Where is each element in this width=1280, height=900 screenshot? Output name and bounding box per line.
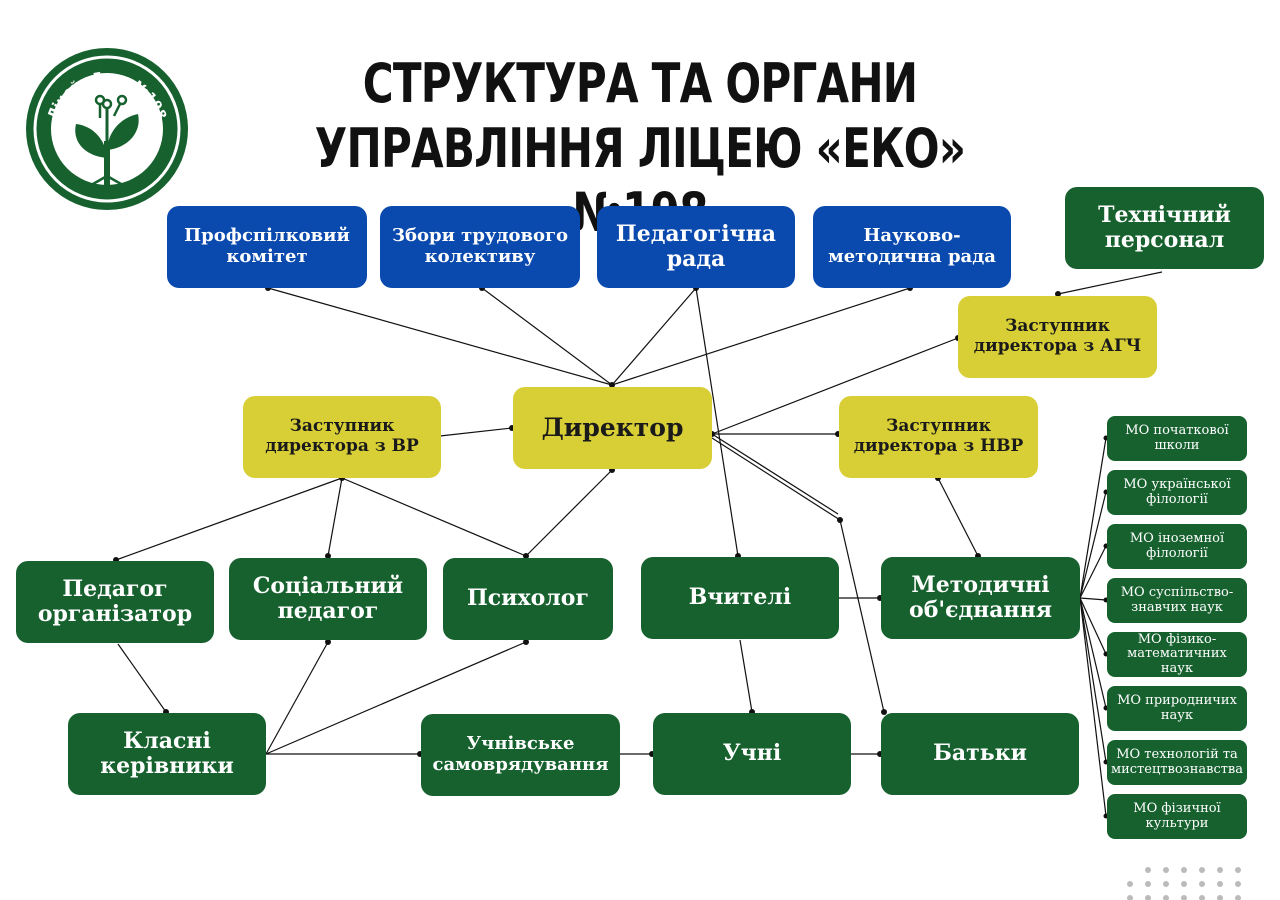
node-teachers: Вчителі bbox=[641, 557, 839, 639]
connector-line bbox=[1079, 545, 1107, 599]
decorative-dots bbox=[1127, 867, 1241, 900]
node-parents: Батьки bbox=[881, 713, 1079, 795]
connector-line bbox=[1079, 597, 1107, 709]
connector-dot bbox=[837, 517, 843, 523]
connector-line bbox=[1079, 597, 1107, 601]
connector-line bbox=[611, 287, 697, 386]
connector-dot bbox=[609, 382, 615, 388]
connector-line bbox=[267, 287, 613, 386]
connector-dot bbox=[523, 553, 529, 559]
connector-line bbox=[1079, 597, 1107, 655]
connector-dot bbox=[1055, 291, 1061, 297]
connector-line bbox=[265, 641, 527, 755]
node-director: Директор bbox=[513, 387, 712, 469]
connector-dot bbox=[523, 639, 529, 645]
connector-line bbox=[481, 287, 613, 386]
connector-line bbox=[839, 519, 885, 713]
connector-line bbox=[525, 469, 613, 557]
connector-line bbox=[1079, 597, 1107, 817]
node-methodical-council: Науково-методична рада bbox=[813, 206, 1011, 288]
connector-line bbox=[739, 639, 753, 713]
node-social-pedagogue: Соціальний педагог bbox=[229, 558, 427, 640]
connector-dot bbox=[881, 709, 887, 715]
node-students: Учні bbox=[653, 713, 851, 795]
connector-line bbox=[341, 477, 527, 557]
connector-line bbox=[711, 437, 841, 521]
connector-dot bbox=[325, 639, 331, 645]
connector-line bbox=[711, 337, 959, 435]
sprout-circuit-icon: Ліцей «Еко» №198 bbox=[26, 48, 188, 210]
connector-line bbox=[117, 643, 167, 713]
node-pedagogical-council: Педагогічна рада bbox=[597, 206, 795, 288]
node-deputy-nvr: Заступник директора з НВР bbox=[839, 396, 1038, 478]
connector-line bbox=[115, 477, 343, 561]
node-mo-foreign: МО іноземної філології bbox=[1107, 524, 1247, 569]
node-mo-natural: МО природничих наук bbox=[1107, 686, 1247, 731]
node-mo-social: МО суспільство-знавчих наук bbox=[1107, 578, 1247, 623]
node-tech-staff: Технічний персонал bbox=[1065, 187, 1264, 269]
node-psychologist: Психолог bbox=[443, 558, 613, 640]
connector-line bbox=[695, 287, 739, 557]
connector-line bbox=[265, 641, 329, 755]
node-prof-committee: Профспілковий комітет bbox=[167, 206, 367, 288]
node-deputy-agch: Заступник директора з АГЧ bbox=[958, 296, 1157, 378]
node-teacher-organizer: Педагог організатор bbox=[16, 561, 214, 643]
node-labor-meeting: Збори трудового колективу bbox=[380, 206, 580, 288]
connector-line bbox=[439, 427, 513, 437]
node-deputy-vr: Заступник директора з ВР bbox=[243, 396, 441, 478]
connector-line bbox=[1057, 271, 1163, 295]
connector-line bbox=[1079, 597, 1107, 763]
node-student-government: Учнівське самоврядування bbox=[421, 714, 620, 796]
connector-line bbox=[611, 287, 911, 386]
node-mo-tech-arts: МО технологій та мистецтвознавства bbox=[1107, 740, 1247, 785]
connector-line bbox=[1079, 437, 1107, 599]
node-mo-physmath: МО фізико-математичних наук bbox=[1107, 632, 1247, 677]
connector-line bbox=[327, 477, 343, 557]
connector-line bbox=[1079, 491, 1107, 599]
connector-dot bbox=[325, 553, 331, 559]
connector-line bbox=[711, 433, 839, 515]
node-methodical-associations: Методичні об'єднання bbox=[881, 557, 1080, 639]
node-mo-ukrainian: МО української філології bbox=[1107, 470, 1247, 515]
page-title-line-1: СТРУКТУРА ТА ОРГАНИ bbox=[362, 52, 918, 115]
node-mo-phys-ed: МО фізичної культури bbox=[1107, 794, 1247, 839]
school-logo: Ліцей «Еко» №198 bbox=[24, 46, 190, 212]
node-mo-primary: МО початкової школи bbox=[1107, 416, 1247, 461]
connector-line bbox=[937, 477, 979, 557]
node-class-teachers: Класні керівники bbox=[68, 713, 266, 795]
